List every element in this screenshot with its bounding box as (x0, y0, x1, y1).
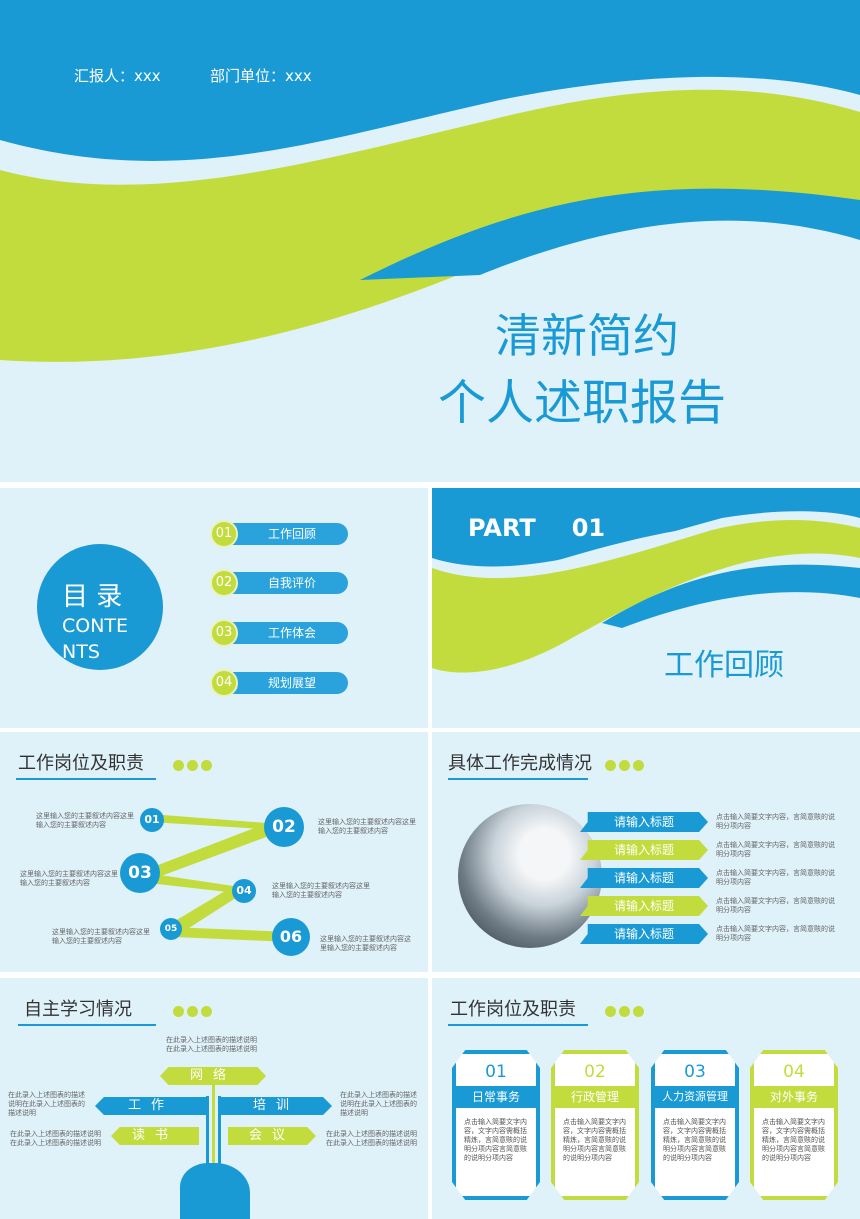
toc-item-label: 工作回顾 (268, 527, 317, 541)
reporter-label: 汇报人：xxx (74, 67, 161, 85)
step-text-04: 这里输入您的主要叙述内容这里输入您的主要叙述内容 (272, 882, 370, 899)
branch-meeting-text: 在此录入上述图表的描述说明在此录入上述图表的描述说明 (326, 1130, 417, 1147)
cover-wave (0, 0, 860, 362)
step-text-01: 这里输入您的主要叙述内容这里输入您的主要叙述内容 (36, 812, 134, 829)
completion-text-3: 点击输入简要文字内容，言简意赅的说明分项内容 (716, 869, 835, 886)
dots-decoration (605, 1002, 647, 1021)
branch-reading-text: 在此录入上述图表的描述说明在此录入上述图表的描述说明 (10, 1130, 101, 1147)
slide-title: 工作岗位及职责 (18, 753, 144, 774)
part-wave (432, 488, 860, 673)
toc-subtitle: CONTENTS (62, 615, 129, 663)
completion-item-2[interactable]: 请输入标题 (580, 840, 708, 860)
completion-item-3[interactable]: 请输入标题 (580, 868, 708, 888)
toc-item-3[interactable]: 03 工作体会 (210, 619, 348, 647)
step-04: 04 (232, 879, 256, 903)
toc-title: 目 录 (62, 582, 123, 612)
toc-item-1[interactable]: 01 工作回顾 (210, 520, 348, 548)
dots-decoration (173, 756, 215, 775)
dots-decoration (173, 1002, 215, 1021)
slide-title: 自主学习情况 (24, 999, 132, 1020)
dots-decoration (605, 756, 647, 775)
top-description: 在此录入上述图表的描述说明 在此录入上述图表的描述说明 (166, 1036, 257, 1053)
completion-item-4[interactable]: 请输入标题 (580, 896, 708, 916)
toc-item-label: 规划展望 (268, 676, 317, 690)
toc-item-number: 03 (210, 619, 238, 647)
slide-title: 具体工作完成情况 (448, 753, 592, 774)
toc-item-number: 04 (210, 669, 238, 697)
toc-item-number: 01 (210, 520, 238, 548)
cover-title-line2: 个人述职报告 (438, 375, 727, 431)
part-title: 工作回顾 (664, 648, 784, 683)
toc-item-label: 自我评价 (268, 576, 317, 590)
branch-training-text: 在此录入上述图表的描述说明在此录入上述图表的描述说明 (340, 1091, 417, 1117)
completion-text-1: 点击输入简要文字内容，言简意赅的说明分项内容 (716, 813, 835, 830)
step-01: 01 (140, 808, 164, 832)
step-02: 02 (264, 807, 304, 847)
slide-title: 工作岗位及职责 (450, 999, 576, 1020)
meeting-photo (458, 804, 602, 948)
step-03: 03 (120, 853, 160, 893)
branch-network[interactable]: 网络 (160, 1067, 266, 1085)
completion-item-5[interactable]: 请输入标题 (580, 924, 708, 944)
branch-training[interactable]: 培训 (220, 1097, 332, 1115)
toc-item-2[interactable]: 02 自我评价 (210, 569, 348, 597)
completion-item-1[interactable]: 请输入标题 (580, 812, 708, 832)
head-silhouette-icon (180, 1163, 250, 1219)
step-text-05: 这里输入您的主要叙述内容这里输入您的主要叙述内容 (52, 928, 150, 945)
branch-work-text: 在此录入上述图表的描述说明在此录入上述图表的描述说明 (8, 1091, 85, 1117)
branch-work[interactable]: 工作 (95, 1097, 207, 1115)
toc-circle: 目 录 CONTENTS (37, 544, 163, 670)
cover-title-line1: 清新简约 (495, 309, 679, 363)
study-slide: 自主学习情况 在此录入上述图表的描述说明 在此录入上述图表的描述说明 网络 工作… (0, 978, 428, 1219)
completion-text-4: 点击输入简要文字内容，言简意赅的说明分项内容 (716, 897, 835, 914)
toc-item-4[interactable]: 04 规划展望 (210, 669, 348, 697)
duties-slide: 工作岗位及职责 01 02 03 04 05 06 这里输入您的主要叙述内容这里… (0, 732, 428, 972)
toc-slide: 目 录 CONTENTS 01 工作回顾 02 自我评价 03 工作体会 04 规划展望 (0, 488, 428, 728)
step-text-06: 这里输入您的主要叙述内容这里输入您的主要叙述内容 (320, 935, 411, 952)
department-label: 部门单位：xxx (210, 67, 312, 85)
completion-text-5: 点击输入简要文字内容，言简意赅的说明分项内容 (716, 925, 835, 942)
step-05: 05 (160, 918, 182, 940)
toc-item-label: 工作体会 (268, 626, 317, 640)
toc-item-number: 02 (210, 569, 238, 597)
completion-text-2: 点击输入简要文字内容，言简意赅的说明分项内容 (716, 841, 835, 858)
branch-meeting[interactable]: 会议 (228, 1127, 316, 1145)
cover-slide: 汇报人：xxx 部门单位：xxx 清新简约 个人述职报告 (0, 0, 860, 482)
step-text-03: 这里输入您的主要叙述内容这里输入您的主要叙述内容 (20, 870, 118, 887)
step-text-02: 这里输入您的主要叙述内容这里输入您的主要叙述内容 (318, 818, 416, 835)
branch-reading[interactable]: 读书 (111, 1127, 199, 1145)
step-06: 06 (272, 918, 310, 956)
